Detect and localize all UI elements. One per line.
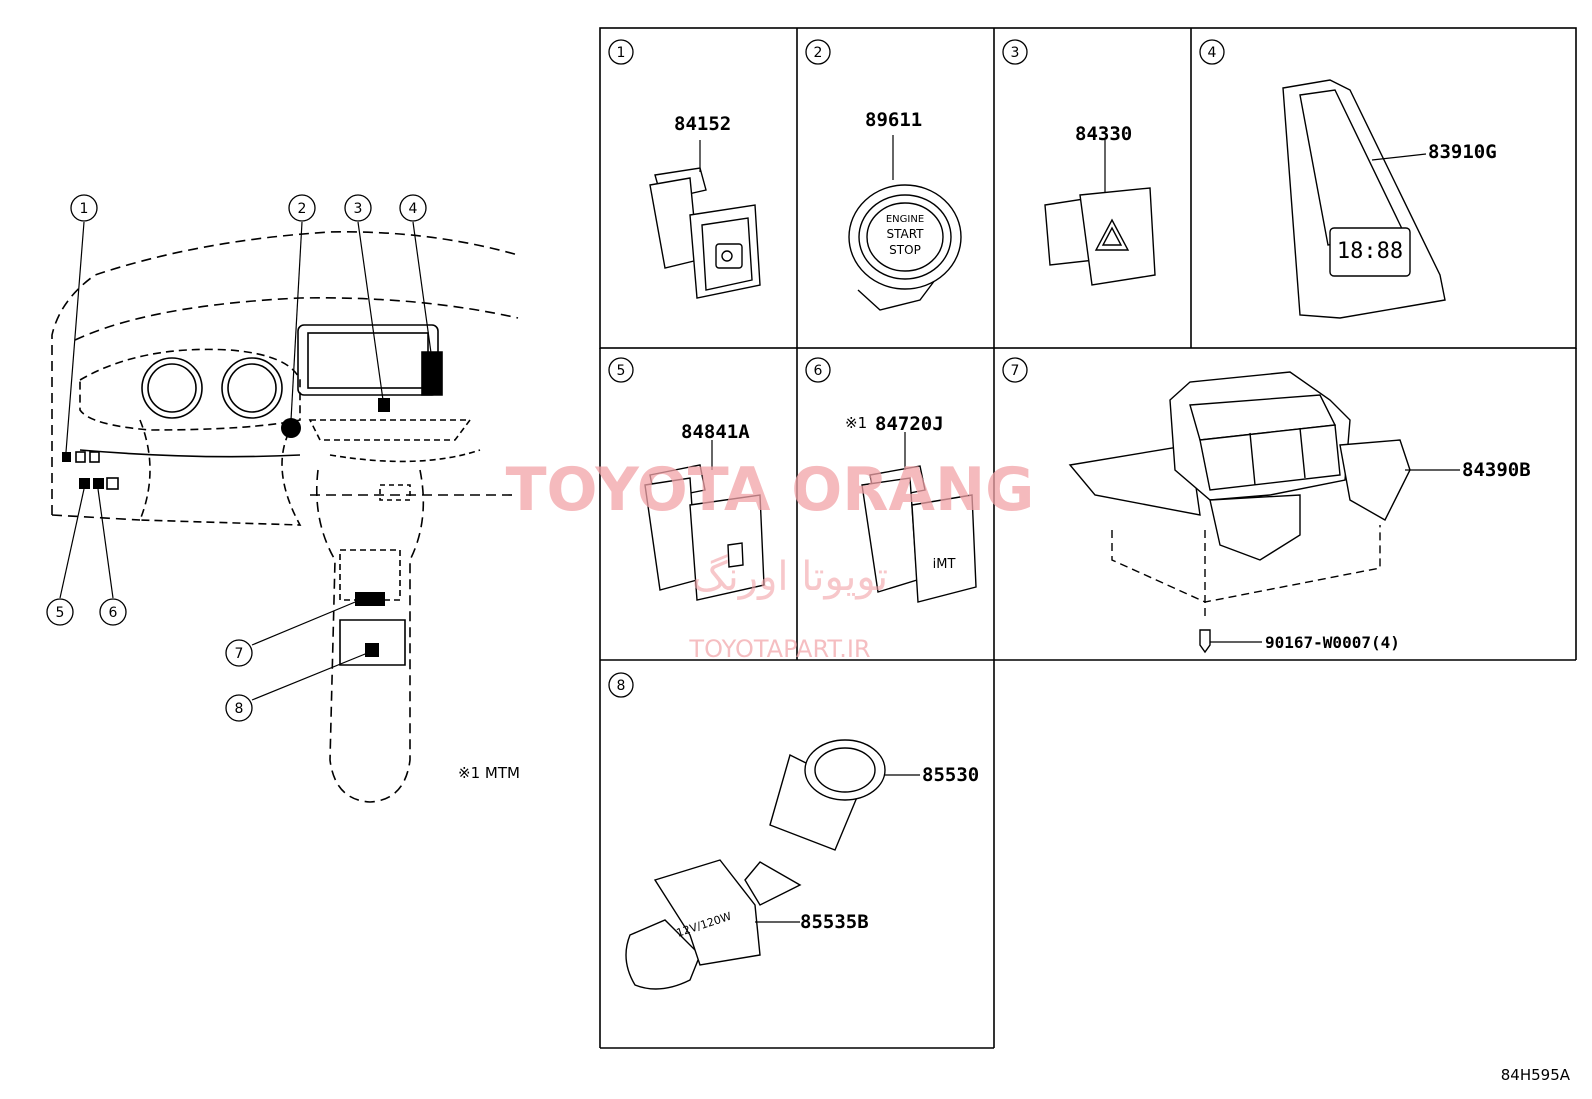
part-85530-drawing (744, 739, 920, 906)
start-label-1: ENGINE (886, 214, 924, 225)
start-label-2: START (886, 227, 924, 241)
svg-text:2: 2 (298, 201, 307, 217)
svg-text:6: 6 (814, 363, 823, 379)
imt-label: iMT (933, 557, 956, 572)
part-number-84390b: 84390B (1462, 459, 1531, 481)
fastener-90167-w0007: 90167-W0007(4) (1265, 633, 1400, 652)
clock-display: 18:88 (1337, 239, 1403, 264)
callout-markers: 1 2 3 4 5 6 7 8 (46, 194, 427, 722)
note-mark-6: ※1 (845, 414, 867, 432)
svg-text:1: 1 (80, 201, 89, 217)
part-number-84152: 84152 (674, 113, 731, 135)
svg-text:7: 7 (235, 646, 244, 662)
dashboard-overview (51, 231, 519, 803)
callout-leaders (59, 221, 433, 701)
part-number-84330: 84330 (1075, 123, 1132, 145)
watermark-title: TOYOTA ORANG (506, 455, 1035, 525)
callout-1: 1 (70, 194, 98, 222)
svg-text:8: 8 (617, 678, 626, 694)
svg-text:4: 4 (409, 201, 418, 217)
svg-text:5: 5 (617, 363, 626, 379)
svg-text:2: 2 (814, 45, 823, 61)
part-number-84841a: 84841A (681, 421, 750, 443)
part-89611-drawing (848, 135, 962, 311)
mtm-note: ※1 MTM (458, 764, 520, 782)
cell-indices: 1 2 3 4 5 6 7 8 (608, 39, 1225, 698)
callout-4: 4 (399, 194, 427, 222)
svg-text:6: 6 (109, 605, 118, 621)
callout-6: 6 (99, 598, 127, 626)
part-number-85535b: 85535B (800, 911, 869, 933)
part-85535b-drawing (625, 859, 800, 990)
cell-index-7: 7 (1002, 357, 1028, 383)
part-number-84720j: 84720J (875, 413, 944, 435)
part-84841a-drawing (644, 440, 765, 601)
svg-text:8: 8 (235, 701, 244, 717)
watermark: TOYOTA ORANG تویوتا اورنگ TOYOTAPART.IR (506, 455, 1035, 663)
cell-index-4: 4 (1199, 39, 1225, 65)
figure-code: 84H595A (1501, 1066, 1571, 1084)
part-84152-drawing (649, 140, 761, 299)
svg-text:5: 5 (56, 605, 65, 621)
cell-index-8: 8 (608, 672, 634, 698)
callout-5: 5 (46, 598, 74, 626)
svg-text:1: 1 (617, 45, 626, 61)
part-number-83910g: 83910G (1428, 141, 1497, 163)
watermark-persian: تویوتا اورنگ (692, 554, 888, 600)
callout-3: 3 (344, 194, 372, 222)
parts-grid (599, 27, 1577, 1049)
callout-8: 8 (225, 694, 253, 722)
watermark-site: TOYOTAPART.IR (688, 635, 870, 663)
cell-index-5: 5 (608, 357, 634, 383)
callout-2: 2 (288, 194, 316, 222)
start-label-3: STOP (889, 243, 921, 257)
cell-index-3: 3 (1002, 39, 1028, 65)
part-84390b-drawing (1068, 371, 1460, 654)
svg-text:3: 3 (1011, 45, 1020, 61)
part-84720j-drawing (861, 432, 977, 603)
part-number-85530: 85530 (922, 764, 979, 786)
svg-text:3: 3 (354, 201, 363, 217)
svg-text:7: 7 (1011, 363, 1020, 379)
part-83910g-drawing (1282, 79, 1446, 319)
part-84330-drawing (1044, 140, 1156, 286)
cell-index-2: 2 (805, 39, 831, 65)
part-number-89611: 89611 (865, 109, 922, 131)
cell-index-1: 1 (608, 39, 634, 65)
cell-index-6: 6 (805, 357, 831, 383)
svg-text:4: 4 (1208, 45, 1217, 61)
callout-7: 7 (225, 639, 253, 667)
